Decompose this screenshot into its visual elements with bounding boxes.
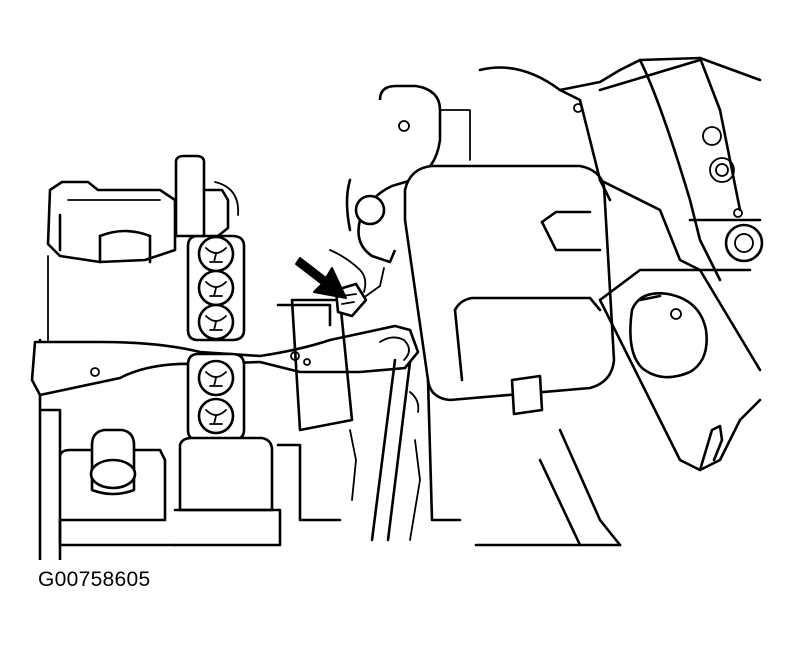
panel-holes bbox=[573, 103, 764, 263]
bolt-icon bbox=[197, 269, 235, 307]
bolt-icon bbox=[197, 235, 235, 273]
round-mount bbox=[629, 292, 708, 379]
engine-bay-diagram bbox=[30, 56, 764, 560]
bolt-icon bbox=[197, 303, 235, 341]
relay-box-cover bbox=[403, 164, 616, 522]
bolt-icon bbox=[197, 359, 235, 397]
bolt-icon bbox=[197, 397, 235, 435]
upper-bolt-strip bbox=[174, 154, 246, 342]
arrow-pointer-icon bbox=[295, 257, 347, 299]
right-body-panels bbox=[474, 56, 762, 547]
lower-left-block bbox=[58, 428, 177, 547]
hose-lines bbox=[349, 391, 421, 541]
center-lower-block bbox=[173, 298, 354, 547]
figure-id-label: G00758605 bbox=[38, 568, 151, 591]
lower-bolt-strip bbox=[186, 352, 246, 442]
